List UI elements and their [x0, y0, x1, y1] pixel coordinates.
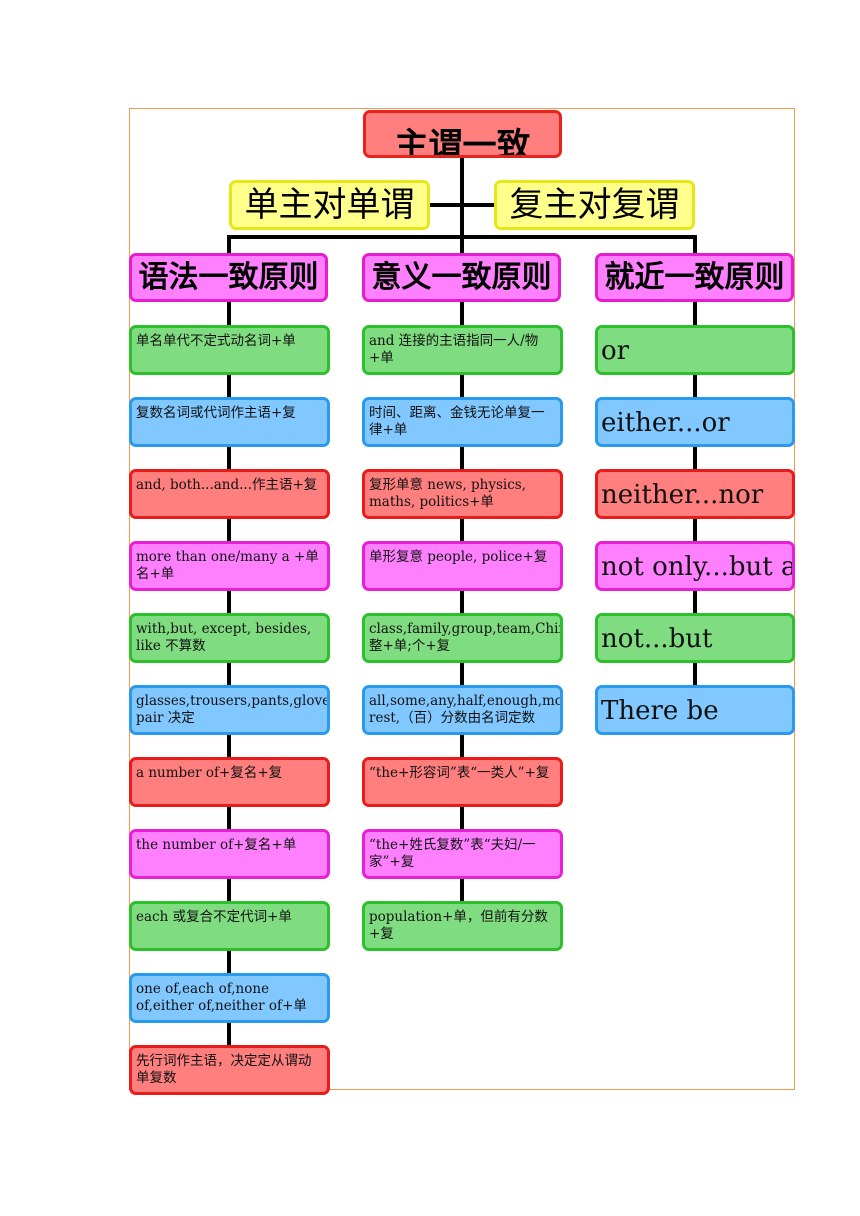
- subhead-singular: 单主对单谓: [229, 180, 430, 230]
- rule-box: each 或复合不定代词+单: [129, 901, 330, 951]
- column-heading-proximity: 就近一致原则: [595, 253, 794, 302]
- rule-box: either...or: [595, 397, 795, 447]
- rule-box: one of,each of,none of,either of,neither…: [129, 973, 330, 1023]
- rule-box: a number of+复名+复: [129, 757, 330, 807]
- diagram-frame: [129, 108, 795, 1090]
- rule-box: glasses,trousers,pants,gloves,shoes,scis…: [129, 685, 330, 735]
- rule-box: population+单，但前有分数+复: [362, 901, 563, 951]
- rule-box: “the+形容词”表“一类人”+复: [362, 757, 563, 807]
- column-heading-grammar: 语法一致原则: [129, 253, 328, 302]
- rule-box: neither...nor: [595, 469, 795, 519]
- column-heading-meaning: 意义一致原则: [362, 253, 561, 302]
- rule-box: 先行词作主语，决定定从谓动单复数: [129, 1045, 330, 1095]
- rule-box: “the+姓氏复数”表“夫妇/一家”+复: [362, 829, 563, 879]
- rule-box: and, both...and...作主语+复: [129, 469, 330, 519]
- rule-box: more than one/many a +单名+单: [129, 541, 330, 591]
- rule-box: class,family,group,team,Chinese,Japanese…: [362, 613, 563, 663]
- diagram-title: 主谓一致: [363, 110, 562, 158]
- rule-box: or: [595, 325, 795, 375]
- rule-box: 时间、距离、金钱无论单复一律+单: [362, 397, 563, 447]
- rule-box: 单形复意 people, police+复: [362, 541, 563, 591]
- rule-box: and 连接的主语指同一人/物+单: [362, 325, 563, 375]
- rule-box: not only...but also: [595, 541, 795, 591]
- rule-box: There be: [595, 685, 795, 735]
- rule-box: with,but, except, besides, like 不算数: [129, 613, 330, 663]
- rule-box: all,some,any,half,enough,most,the rest,（…: [362, 685, 563, 735]
- rule-box: not...but: [595, 613, 795, 663]
- rule-box: the number of+复名+单: [129, 829, 330, 879]
- rule-box: 复形单意 news, physics, maths, politics+单: [362, 469, 563, 519]
- subhead-plural: 复主对复谓: [494, 180, 695, 230]
- rule-box: 复数名词或代词作主语+复: [129, 397, 330, 447]
- rule-box: 单名单代不定式动名词+单: [129, 325, 330, 375]
